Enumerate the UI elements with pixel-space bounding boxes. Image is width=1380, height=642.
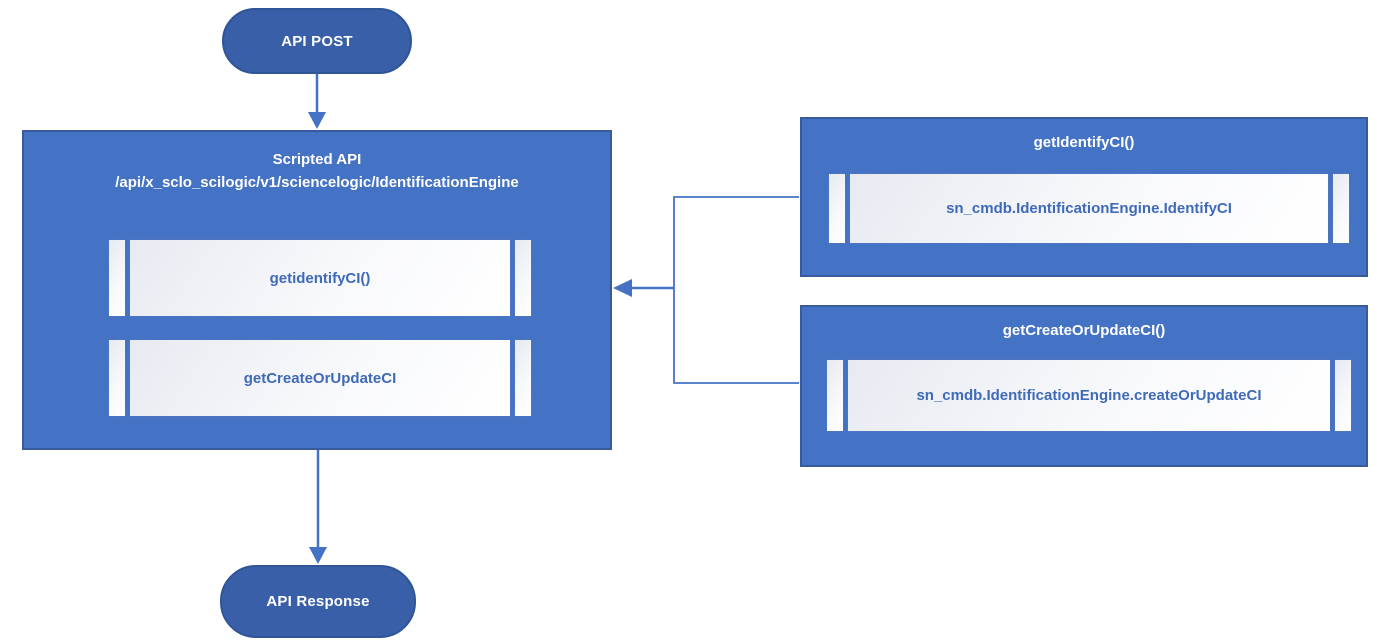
getidentifyci-body-node: sn_cmdb.IdentificationEngine.IdentifyCI	[828, 173, 1350, 244]
subprocess-left-strip	[828, 173, 846, 244]
getcreateorupdateci-body-label: sn_cmdb.IdentificationEngine.createOrUpd…	[916, 387, 1262, 404]
subprocess-right-strip	[1334, 359, 1352, 432]
getcreateorupdateci-body-node: sn_cmdb.IdentificationEngine.createOrUpd…	[826, 359, 1352, 432]
api-post-node: API POST	[222, 8, 412, 74]
subprocess-right-strip	[1332, 173, 1350, 244]
method-getcreateorupdateci-label: getCreateOrUpdateCI	[243, 369, 397, 387]
scripted-api-path: /api/x_sclo_scilogic/v1/sciencelogic/Ide…	[115, 174, 519, 192]
connector-bracket-right-boxes	[673, 196, 799, 384]
subprocess-left-strip	[826, 359, 844, 432]
getidentifyci-title: getIdentifyCI()	[1033, 134, 1135, 151]
method-getcreateorupdateci-node: getCreateOrUpdateCI	[108, 339, 532, 417]
api-post-label: API POST	[281, 32, 353, 50]
subprocess-left-strip	[108, 239, 126, 317]
api-response-label: API Response	[266, 593, 370, 610]
api-response-node: API Response	[220, 565, 416, 638]
subprocess-right-strip	[514, 339, 532, 417]
getcreateorupdateci-node: getCreateOrUpdateCI() sn_cmdb.Identifica…	[800, 305, 1368, 467]
arrow-bracket-to-scripted-api	[613, 279, 674, 297]
getcreateorupdateci-title: getCreateOrUpdateCI()	[1002, 322, 1166, 339]
subprocess-left-strip	[108, 339, 126, 417]
subprocess-right-strip	[514, 239, 532, 317]
method-getidentifyci-label: getidentifyCI()	[269, 269, 371, 287]
scripted-api-title: Scripted API	[272, 151, 362, 168]
method-getidentifyci-node: getidentifyCI()	[108, 239, 532, 317]
scripted-api-node: Scripted API /api/x_sclo_scilogic/v1/sci…	[22, 130, 612, 450]
getidentifyci-body-label: sn_cmdb.IdentificationEngine.IdentifyCI	[946, 200, 1232, 217]
getidentifyci-node: getIdentifyCI() sn_cmdb.IdentificationEn…	[800, 117, 1368, 277]
arrow-scripted-api-to-api-response	[309, 450, 327, 564]
arrow-api-post-to-scripted-api	[308, 74, 326, 129]
